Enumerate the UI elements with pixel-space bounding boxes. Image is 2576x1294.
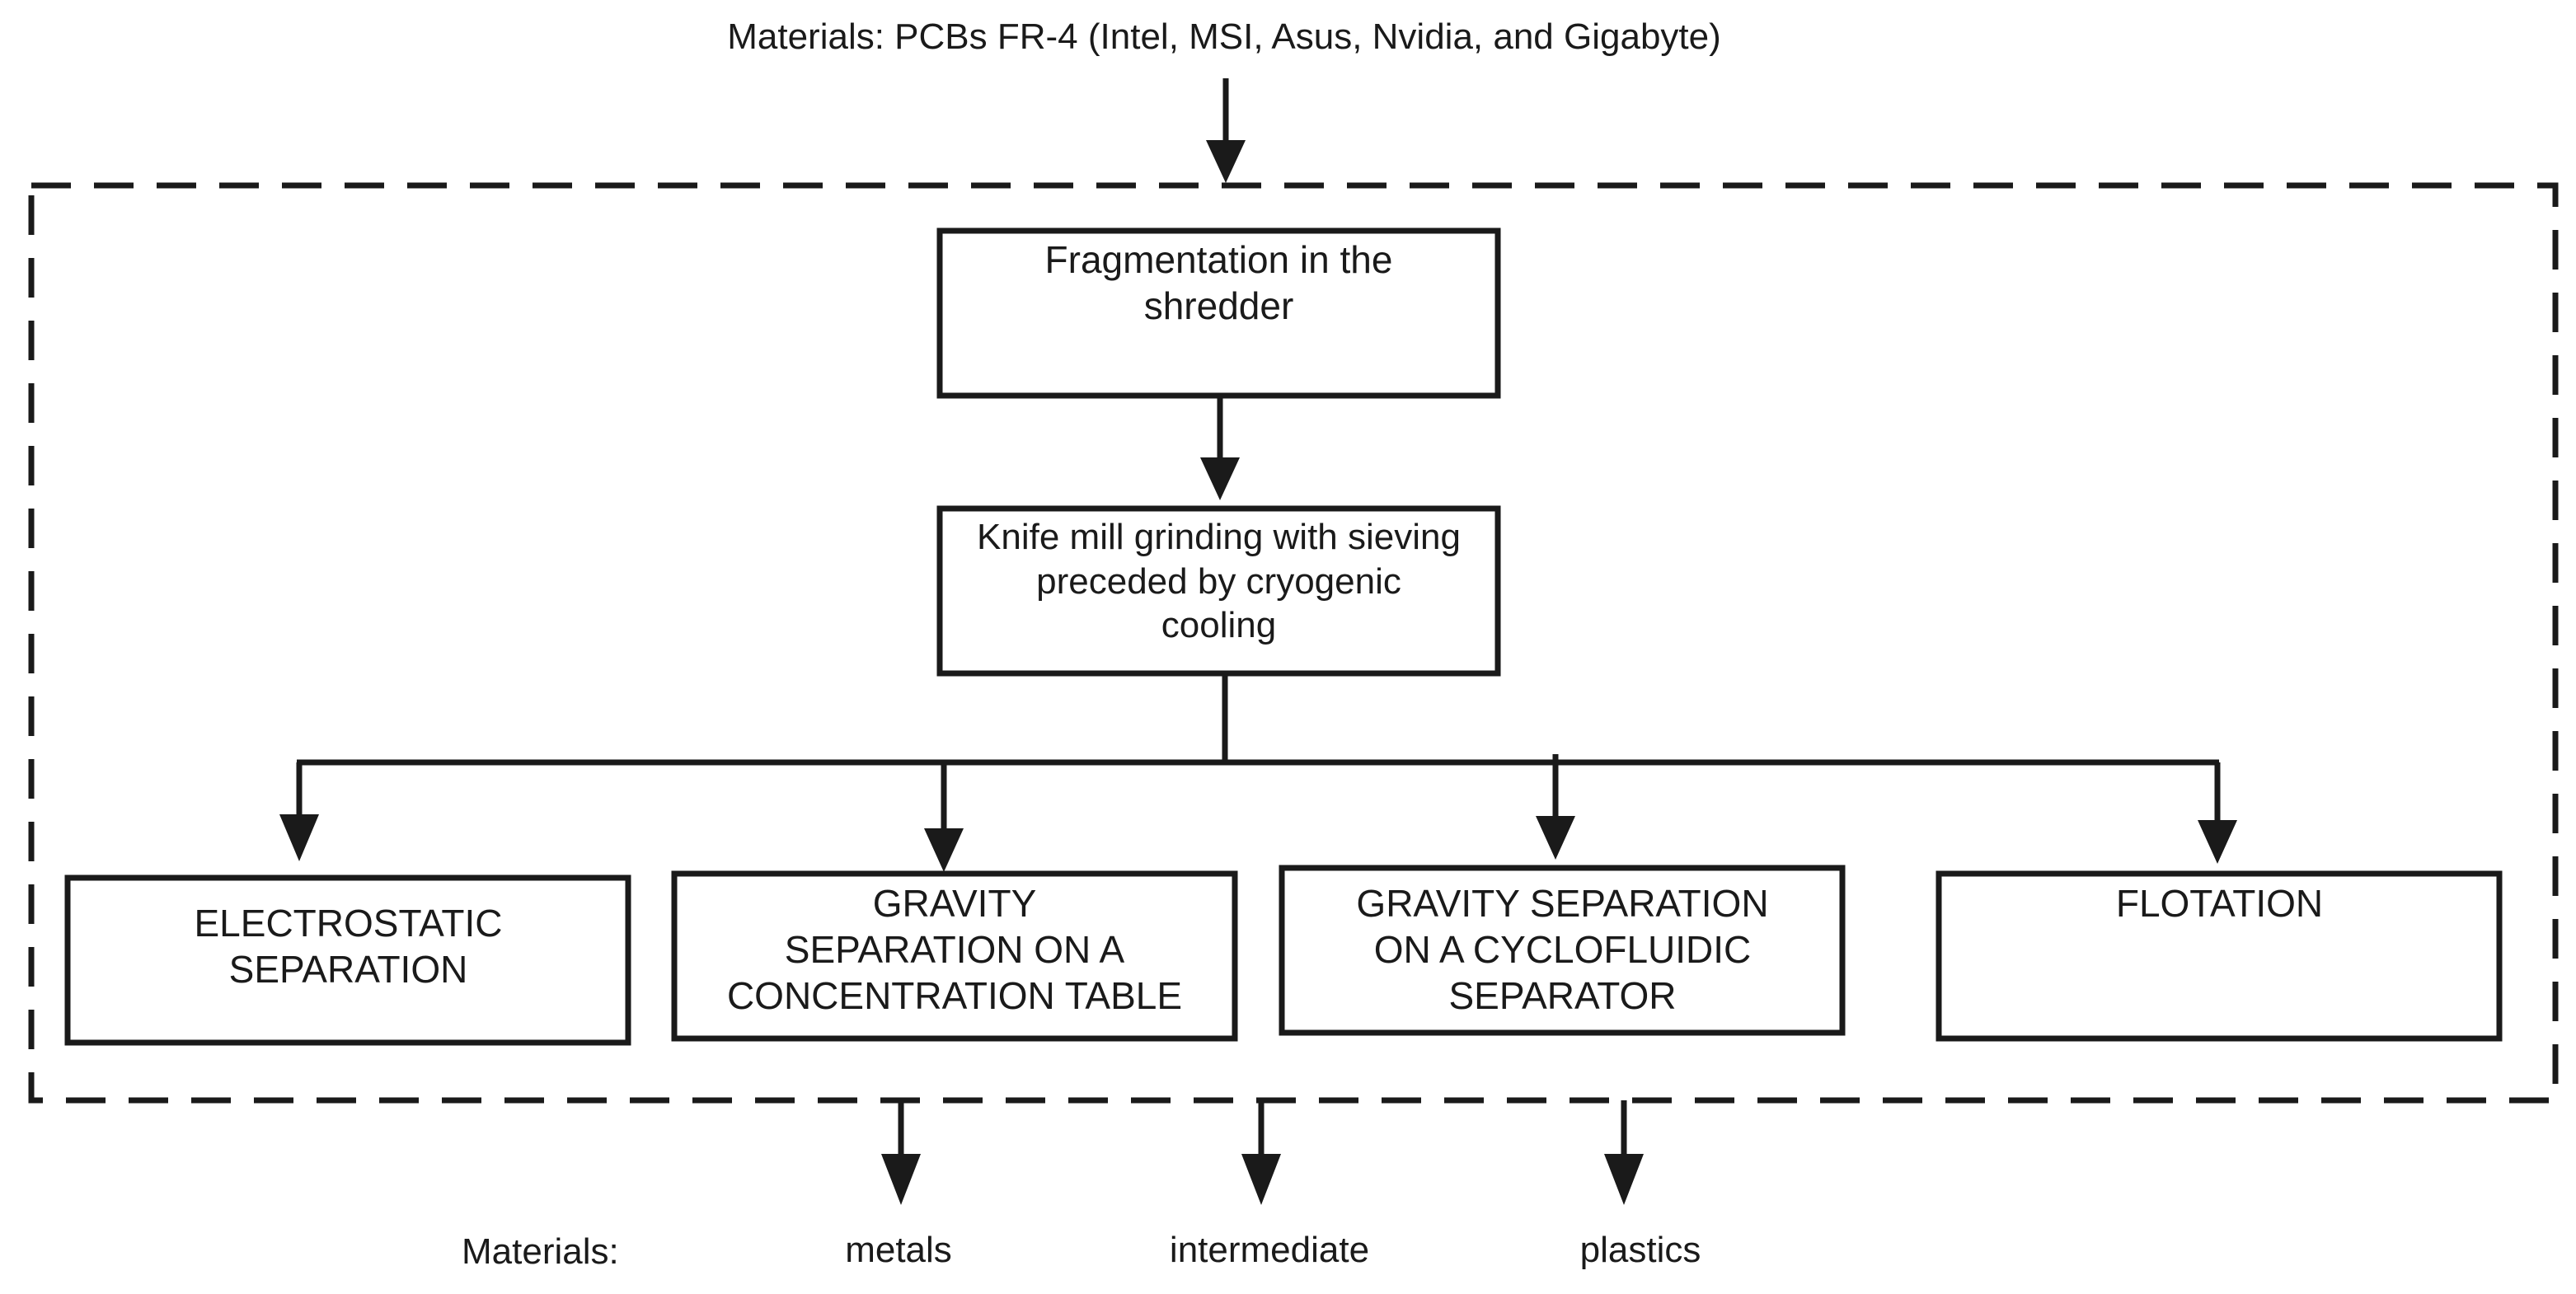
output-item-metals: metals	[845, 1230, 952, 1270]
branch-arrow-flotation	[2198, 762, 2237, 864]
output-arrow-plastics	[1604, 1100, 1644, 1205]
method-box-flotation	[1936, 870, 2503, 1042]
method-box-electrostatic	[64, 874, 631, 1046]
input-arrow	[1206, 78, 1246, 183]
fragmentation-box	[936, 227, 1501, 399]
method-box-cyclofluidic	[1279, 865, 1846, 1036]
fragmentation-to-grinding-arrow	[1200, 396, 1240, 500]
output-arrow-metals	[881, 1100, 921, 1205]
output-arrow-intermediate	[1241, 1100, 1281, 1205]
branch-arrow-gravity-table	[924, 762, 964, 872]
distribution-connector	[297, 673, 2219, 766]
method-label-electrostatic: ELECTROSTATIC SEPARATION	[194, 902, 503, 992]
method-label-cyclofluidic: GRAVITY SEPARATION ON A CYCLOFLUIDIC SEP…	[1356, 882, 1769, 1018]
output-item-intermediate: intermediate	[1169, 1230, 1370, 1270]
method-label-flotation: FLOTATION	[2115, 882, 2324, 925]
branch-arrow-electrostatic	[279, 762, 319, 861]
output-item-plastics: plastics	[1579, 1230, 1701, 1270]
output-materials-label: Materials:	[462, 1231, 619, 1272]
method-box-gravity-table	[671, 870, 1238, 1042]
branch-arrow-cyclofluidic	[1536, 754, 1575, 860]
grinding-label: Knife mill grinding with sieving precede…	[977, 517, 1461, 646]
process-boundary	[28, 182, 2559, 1104]
method-label-gravity-table: GRAVITY SEPARATION ON A CONCENTRATION TA…	[726, 882, 1183, 1018]
input-materials-label: Materials: PCBs FR-4 (Intel, MSI, Asus, …	[727, 16, 1721, 57]
grinding-box	[936, 505, 1501, 677]
fragmentation-label: Fragmentation in the shredder	[1044, 238, 1393, 328]
